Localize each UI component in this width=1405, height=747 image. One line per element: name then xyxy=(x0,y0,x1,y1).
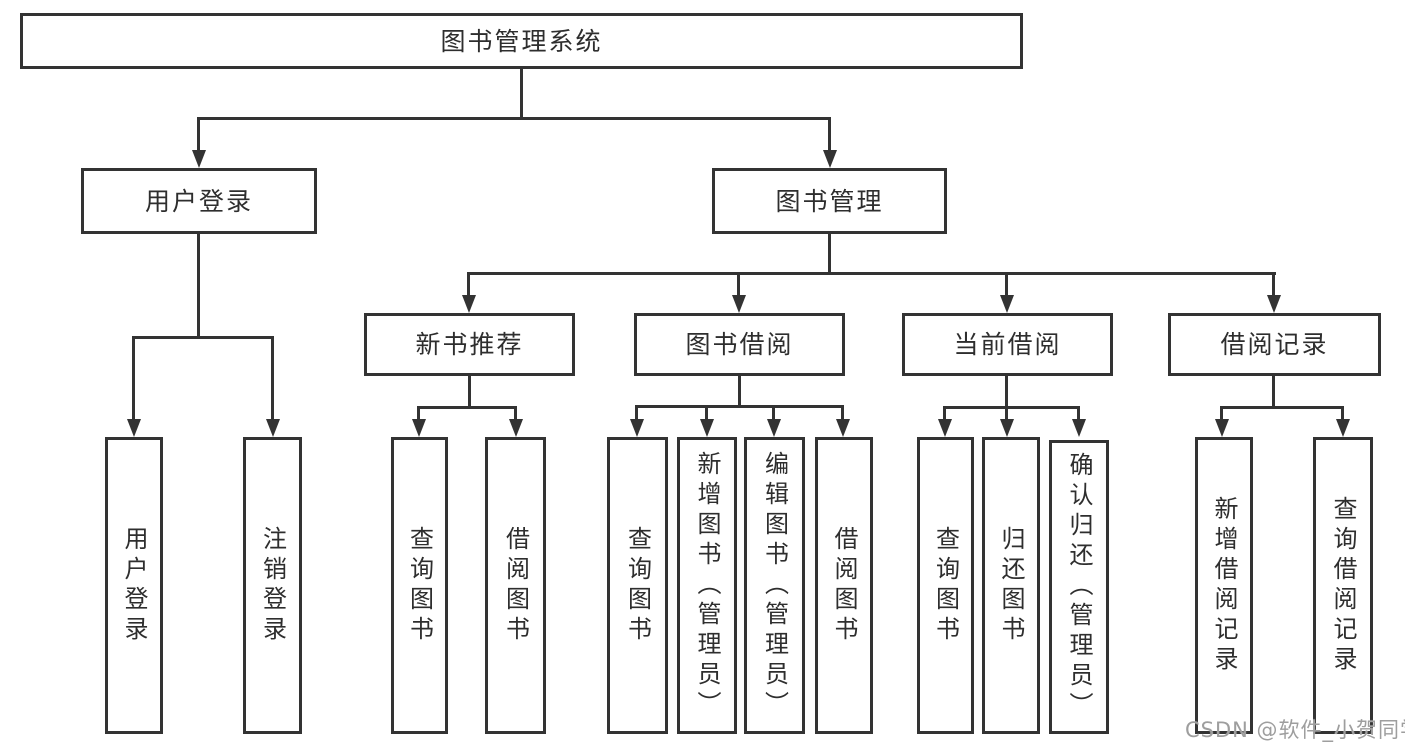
node-new-book-recommend: 新书推荐 xyxy=(364,313,575,376)
leaf-logout: 注销登录 xyxy=(243,437,302,734)
leaf-add-books-admin: 新增图书（管理员） xyxy=(677,437,737,734)
node-book-management-system: 图书管理系统 xyxy=(20,13,1023,69)
connector-line xyxy=(635,405,638,422)
connector-line xyxy=(197,117,200,153)
connector-line xyxy=(1220,406,1344,409)
connector-arrow-down xyxy=(630,419,644,437)
node-label: 新增借阅记录 xyxy=(1210,495,1238,676)
connector-line xyxy=(841,405,844,422)
connector-arrow-down xyxy=(938,419,952,437)
connector-arrow-down xyxy=(767,419,781,437)
node-book-management: 图书管理 xyxy=(712,168,947,234)
node-label: 当前借阅 xyxy=(953,330,1062,359)
connector-arrow-down xyxy=(1000,419,1014,437)
connector-line xyxy=(271,336,274,422)
node-label: 归还图书 xyxy=(997,525,1025,646)
connector-arrow-down xyxy=(1000,295,1014,313)
connector-arrow-down xyxy=(127,419,141,437)
node-label: 查询借阅记录 xyxy=(1329,495,1357,676)
csdn-watermark: CSDN @软件_小贺同学 xyxy=(1185,718,1405,742)
connector-line xyxy=(417,406,420,422)
connector-arrow-down xyxy=(192,150,206,168)
connector-arrow-down xyxy=(732,295,746,313)
node-label: 确认归还（管理员） xyxy=(1065,452,1093,722)
connector-line xyxy=(514,406,517,422)
connector-line xyxy=(828,234,831,275)
connector-line xyxy=(1341,406,1344,422)
connector-arrow-down xyxy=(1215,419,1229,437)
connector-line xyxy=(943,406,946,422)
connector-line xyxy=(1272,272,1275,298)
connector-line xyxy=(197,117,831,120)
connector-line xyxy=(468,376,471,409)
connector-line xyxy=(1005,272,1008,298)
connector-line xyxy=(1077,406,1080,422)
connector-arrow-down xyxy=(266,419,280,437)
node-label: 借阅记录 xyxy=(1220,330,1329,359)
connector-line xyxy=(1220,406,1223,422)
node-label: 借阅图书 xyxy=(830,525,858,646)
leaf-confirm-return-admin: 确认归还（管理员） xyxy=(1049,440,1109,734)
connector-arrow-down xyxy=(462,295,476,313)
connector-line xyxy=(197,234,200,339)
connector-line xyxy=(467,272,470,298)
connector-line xyxy=(738,376,741,408)
connector-line xyxy=(772,405,775,422)
node-label: 图书借阅 xyxy=(685,330,794,359)
connector-line xyxy=(132,336,274,339)
connector-line xyxy=(467,272,1276,275)
node-label: 图书管理系统 xyxy=(440,26,603,56)
connector-arrow-down xyxy=(823,150,837,168)
connector-arrow-down xyxy=(1336,419,1350,437)
connector-line xyxy=(1005,376,1008,409)
connector-line xyxy=(417,406,517,409)
connector-line xyxy=(705,405,708,422)
connector-line xyxy=(520,69,523,119)
node-borrow-records: 借阅记录 xyxy=(1168,313,1381,376)
connector-line xyxy=(635,405,844,408)
leaf-newbook-borrow-books: 借阅图书 xyxy=(485,437,546,734)
node-label: 查询图书 xyxy=(405,525,434,646)
node-label: 用户登录 xyxy=(144,186,253,216)
connector-arrow-down xyxy=(1267,295,1281,313)
connector-line xyxy=(132,336,135,422)
connector-line xyxy=(1005,406,1008,422)
connector-line xyxy=(1272,376,1275,409)
node-label: 注销登录 xyxy=(258,525,287,646)
node-label: 查询图书 xyxy=(931,525,960,646)
node-label: 新增图书（管理员） xyxy=(693,450,721,721)
node-label: 借阅图书 xyxy=(501,525,530,646)
leaf-query-borrow-record: 查询借阅记录 xyxy=(1313,437,1373,734)
connector-arrow-down xyxy=(836,419,850,437)
leaf-edit-books-admin: 编辑图书（管理员） xyxy=(744,437,805,734)
node-label: 新书推荐 xyxy=(415,330,524,359)
leaf-borrow-query-books: 查询图书 xyxy=(607,437,668,734)
node-book-borrow: 图书借阅 xyxy=(634,313,845,376)
connector-line xyxy=(737,272,740,298)
connector-arrow-down xyxy=(700,419,714,437)
node-label: 编辑图书（管理员） xyxy=(760,450,789,721)
connector-arrow-down xyxy=(509,419,523,437)
leaf-user-login: 用户登录 xyxy=(105,437,163,734)
node-label: 查询图书 xyxy=(623,525,652,646)
node-current-borrow: 当前借阅 xyxy=(902,313,1113,376)
leaf-add-borrow-record: 新增借阅记录 xyxy=(1195,437,1253,734)
leaf-borrow-borrow-books: 借阅图书 xyxy=(815,437,873,734)
leaf-return-books: 归还图书 xyxy=(982,437,1040,734)
connector-line xyxy=(828,117,831,153)
node-label: 用户登录 xyxy=(120,525,148,646)
node-label: 图书管理 xyxy=(775,186,884,216)
leaf-current-query-books: 查询图书 xyxy=(917,437,974,734)
node-user-login: 用户登录 xyxy=(81,168,317,234)
connector-arrow-down xyxy=(412,419,426,437)
connector-arrow-down xyxy=(1072,419,1086,437)
connector-line xyxy=(943,406,1080,409)
leaf-newbook-query-books: 查询图书 xyxy=(391,437,448,734)
